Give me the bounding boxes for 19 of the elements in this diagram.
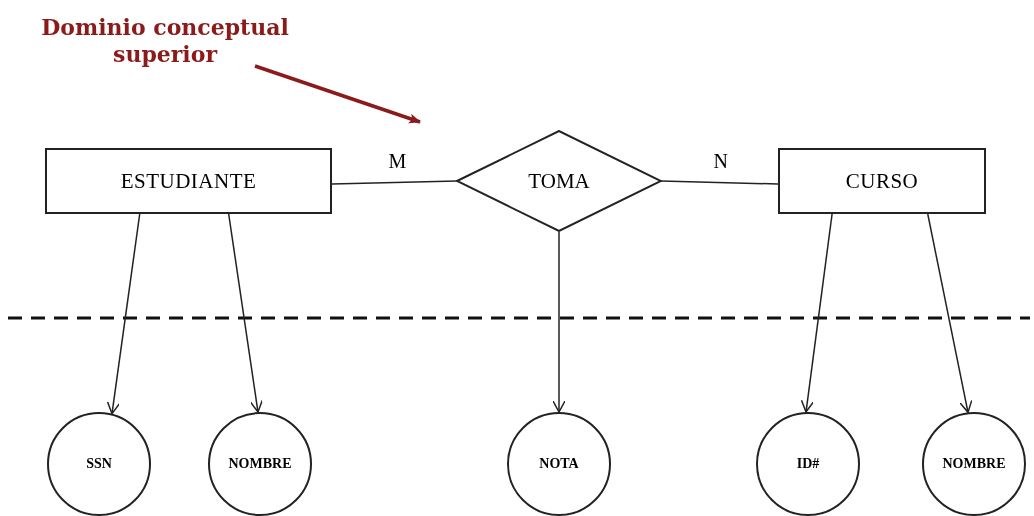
pointer-arrow [254,64,421,124]
connector-line [660,180,779,185]
entity-box: ESTUDIANTE [45,148,332,214]
entity-box: CURSO [778,148,986,214]
attribute-circle: NOTA [507,412,611,516]
arrow [927,213,973,414]
arrow [106,213,141,415]
attribute-circle: NOMBRE [922,412,1026,516]
connector-line [331,180,458,185]
attribute-circle: ID# [756,412,860,516]
attribute-circle: SSN [47,412,151,516]
cardinality-label: M [386,151,409,171]
arrow [227,213,264,413]
arrow [552,231,566,413]
attribute-circle: NOMBRE [208,412,312,516]
arrow [800,213,833,413]
cardinality-label: N [711,151,730,171]
annotation-text: Dominio conceptual superior [40,13,290,69]
relationship-diamond: TOMA [456,130,662,232]
